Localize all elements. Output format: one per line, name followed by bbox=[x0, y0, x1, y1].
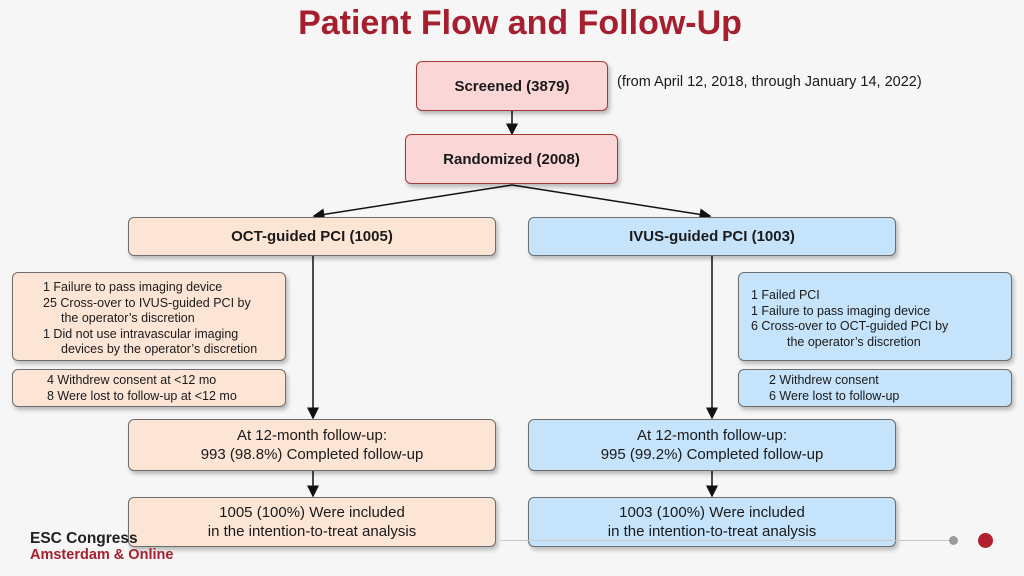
arrow-randomized-ivus bbox=[511, 184, 712, 221]
footer-dot-red bbox=[978, 533, 993, 548]
ivus-followup-line: At 12-month follow-up: bbox=[636, 427, 788, 444]
ivus-exclusion-line: 1 Failure to pass imaging device bbox=[751, 303, 931, 318]
arrow-randomized-oct bbox=[312, 184, 513, 221]
oct-exclusion-line: devices by the operator’s discretion bbox=[61, 342, 258, 356]
randomized-box: Randomized (2008) bbox=[405, 134, 618, 184]
oct-exclusion-line: the operator’s discretion bbox=[61, 311, 195, 325]
screened-box: Screened (3879) bbox=[416, 61, 608, 111]
oct-exclusion-line: 25 Cross-over to IVUS-guided PCI by bbox=[43, 295, 251, 310]
oct-exclusion-line: 1 Failure to pass imaging device bbox=[43, 280, 223, 294]
oct-itt-line: in the intention-to-treat analysis bbox=[207, 523, 417, 540]
esc-congress-logo: ESC Congress Amsterdam & Online bbox=[30, 530, 173, 564]
footer-dot-grey bbox=[949, 536, 958, 545]
randomized-label: Randomized (2008) bbox=[443, 150, 580, 168]
ivus-exclusion-line: 1 Failed PCI bbox=[751, 288, 820, 302]
ivus-arm-box: IVUS-guided PCI (1003) bbox=[528, 217, 896, 256]
ivus-followup-box: At 12-month follow-up: 995 (99.2%) Compl… bbox=[528, 419, 896, 471]
ivus-followup-line: 995 (99.2%) Completed follow-up bbox=[600, 446, 824, 463]
ivus-itt-line: in the intention-to-treat analysis bbox=[607, 523, 817, 540]
ivus-exclusion-line: 6 Cross-over to OCT-guided PCI by bbox=[751, 319, 949, 333]
oct-arm-label: OCT-guided PCI (1005) bbox=[231, 228, 393, 245]
logo-line-2: Amsterdam & Online bbox=[30, 547, 174, 563]
footer-divider bbox=[500, 540, 950, 541]
oct-exclusions-box: 1 Failure to pass imaging device 25 Cros… bbox=[12, 272, 286, 361]
ivus-itt-line: 1003 (100%) Were included bbox=[619, 504, 805, 521]
logo-line-1: ESC Congress bbox=[30, 530, 138, 547]
oct-followup-line: At 12-month follow-up: bbox=[236, 427, 388, 444]
page-title: Patient Flow and Follow-Up bbox=[298, 4, 742, 42]
oct-itt-box: 1005 (100%) Were included in the intenti… bbox=[128, 497, 496, 547]
oct-exclusion-line: 1 Did not use intravascular imaging bbox=[43, 326, 239, 341]
ivus-itt-box: 1003 (100%) Were included in the intenti… bbox=[528, 497, 896, 547]
oct-withdrawal-line: 4 Withdrew consent at <12 mo bbox=[47, 373, 217, 387]
ivus-arm-label: IVUS-guided PCI (1003) bbox=[629, 228, 795, 245]
oct-followup-box: At 12-month follow-up: 993 (98.8%) Compl… bbox=[128, 419, 496, 471]
oct-arm-box: OCT-guided PCI (1005) bbox=[128, 217, 496, 256]
screened-label: Screened (3879) bbox=[454, 77, 570, 95]
oct-withdrawal-line: 8 Were lost to follow-up at <12 mo bbox=[47, 388, 237, 403]
date-range-note: (from April 12, 2018, through January 14… bbox=[617, 74, 922, 90]
ivus-withdrawals-box: 2 Withdrew consent 6 Were lost to follow… bbox=[738, 369, 1012, 407]
oct-withdrawals-box: 4 Withdrew consent at <12 mo 8 Were lost… bbox=[12, 369, 286, 407]
ivus-exclusions-box: 1 Failed PCI 1 Failure to pass imaging d… bbox=[738, 272, 1012, 361]
ivus-withdrawal-line: 2 Withdrew consent bbox=[769, 373, 879, 387]
oct-followup-line: 993 (98.8%) Completed follow-up bbox=[200, 446, 424, 463]
ivus-withdrawal-line: 6 Were lost to follow-up bbox=[769, 388, 900, 403]
ivus-exclusion-line: the operator’s discretion bbox=[787, 334, 921, 349]
oct-itt-line: 1005 (100%) Were included bbox=[219, 504, 405, 521]
